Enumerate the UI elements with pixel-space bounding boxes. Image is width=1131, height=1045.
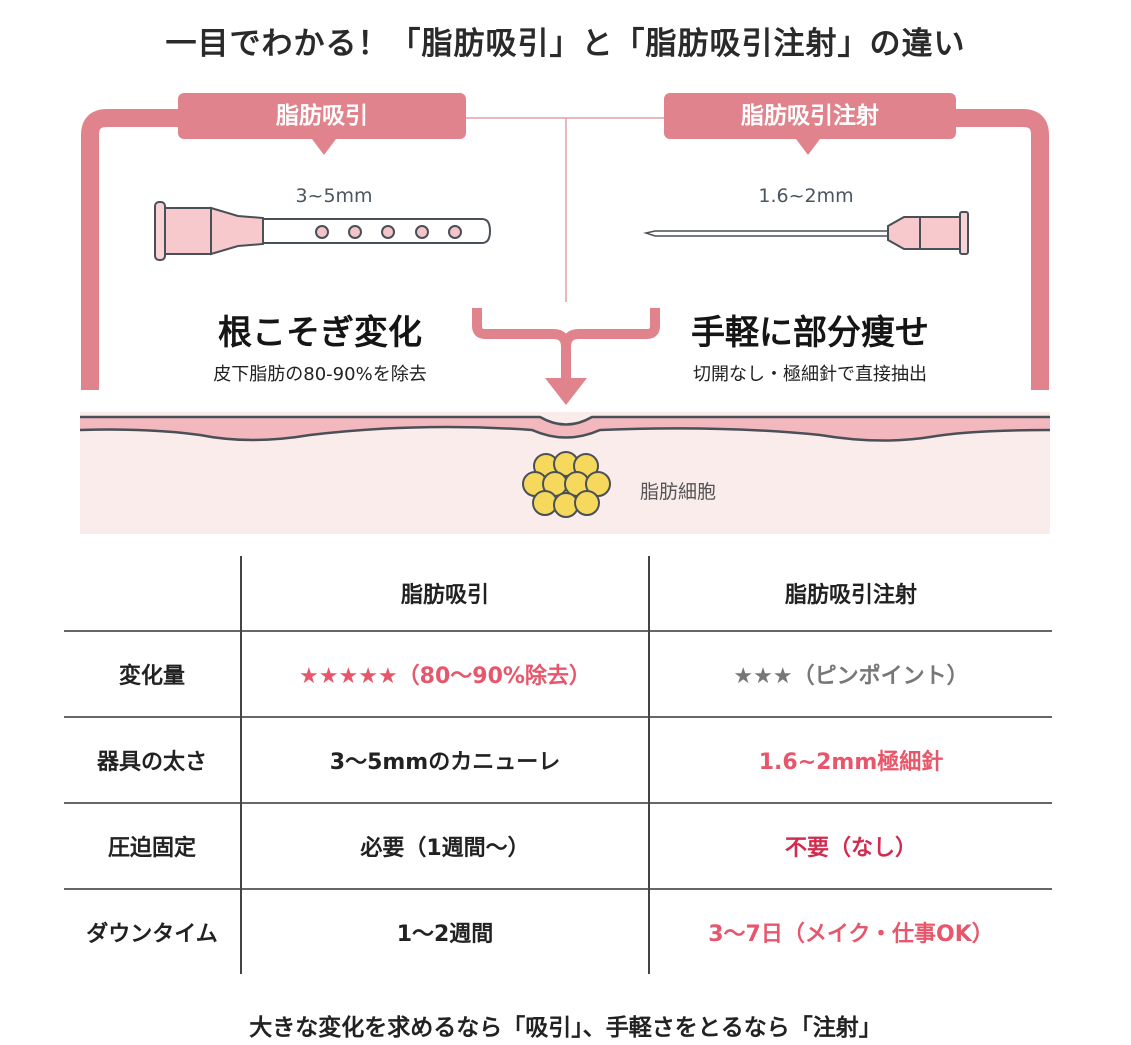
cannula-icon bbox=[154, 201, 492, 261]
left-description: 皮下脂肪の80-90%を除去 bbox=[213, 364, 427, 385]
table-row: 変化量 ★★★★★（80〜90%除去） ★★★（ピンポイント） bbox=[64, 630, 1052, 717]
fat-cells-label: 脂肪細胞 bbox=[640, 481, 717, 503]
cell-lipo-injection: 3〜7日（メイク・仕事OK） bbox=[648, 888, 1052, 974]
needle-measure: 1.6~2mm bbox=[758, 185, 854, 207]
row-label: 圧迫固定 bbox=[64, 802, 241, 889]
table-header-row: 脂肪吸引 脂肪吸引注射 bbox=[64, 556, 1052, 631]
tag-liposuction: 脂肪吸引 bbox=[178, 93, 466, 139]
fat-cells-icon bbox=[522, 451, 611, 518]
header-lipo-injection: 脂肪吸引注射 bbox=[648, 556, 1052, 631]
header-liposuction: 脂肪吸引 bbox=[240, 556, 649, 631]
table-row: ダウンタイム 1〜2週間 3〜7日（メイク・仕事OK） bbox=[64, 888, 1052, 974]
cell-lipo-injection: ★★★（ピンポイント） bbox=[648, 630, 1052, 717]
page-title: 一目でわかる！「脂肪吸引」と「脂肪吸引注射」の違い bbox=[165, 26, 966, 62]
comparison-table: 脂肪吸引 脂肪吸引注射 変化量 ★★★★★（80〜90%除去） ★★★（ピンポイ… bbox=[64, 556, 1052, 974]
row-label: 変化量 bbox=[64, 630, 241, 717]
header-blank bbox=[64, 556, 241, 631]
summary-footer: 大きな変化を求めるなら「吸引」、手軽さをとるなら「注射」 bbox=[249, 1015, 882, 1041]
table-row: 器具の太さ 3〜5mmのカニューレ 1.6~2mm極細針 bbox=[64, 716, 1052, 803]
right-headline: 手軽に部分痩せ bbox=[691, 313, 929, 353]
needle-icon bbox=[643, 211, 969, 255]
right-description: 切開なし・極細針で直接抽出 bbox=[693, 364, 927, 385]
row-label: ダウンタイム bbox=[64, 888, 241, 974]
table-row: 圧迫固定 必要（1週間〜） 不要（なし） bbox=[64, 802, 1052, 889]
cell-liposuction: 3〜5mmのカニューレ bbox=[240, 716, 649, 803]
cell-lipo-injection: 1.6~2mm極細針 bbox=[648, 716, 1052, 803]
cell-liposuction: ★★★★★（80〜90%除去） bbox=[240, 630, 649, 717]
cell-liposuction: 必要（1週間〜） bbox=[240, 802, 649, 889]
cannula-measure: 3~5mm bbox=[295, 185, 373, 207]
diagram-graphics bbox=[79, 109, 1051, 534]
cell-liposuction: 1〜2週間 bbox=[240, 888, 649, 974]
row-label: 器具の太さ bbox=[64, 716, 241, 803]
left-headline: 根こそぎ変化 bbox=[218, 313, 422, 353]
cell-lipo-injection: 不要（なし） bbox=[648, 802, 1052, 889]
tag-lipo-injection: 脂肪吸引注射 bbox=[664, 93, 956, 139]
